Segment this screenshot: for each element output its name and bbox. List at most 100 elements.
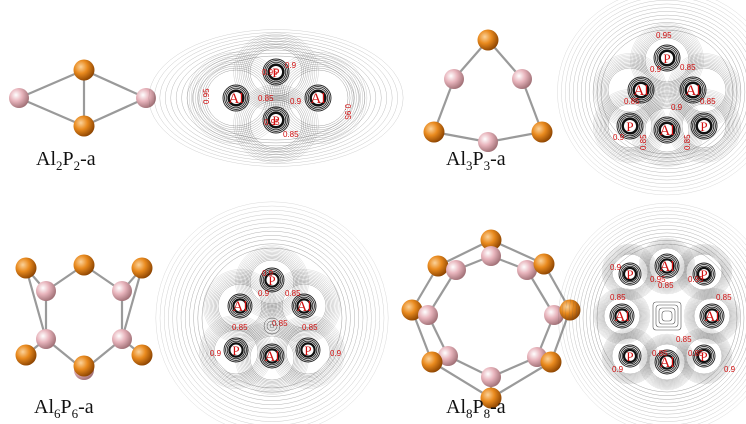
contour-line	[244, 94, 308, 154]
contour-value-label: 0.85	[716, 293, 732, 302]
atom-symbol: P	[304, 343, 311, 358]
al-atom-basin: Al	[304, 84, 332, 112]
basin-contour	[692, 344, 716, 368]
contour-line	[217, 283, 263, 329]
basin-contour	[262, 346, 282, 366]
contour-line	[276, 278, 332, 334]
atom-symbol: Al	[229, 91, 244, 107]
phosphorus-atom	[401, 299, 423, 321]
basin-contour	[304, 84, 332, 112]
contour-line	[269, 271, 339, 341]
contour-line	[201, 247, 343, 389]
basin-contour	[618, 344, 642, 368]
contour-line	[632, 25, 702, 95]
contour-line	[235, 321, 309, 395]
atom-symbol: P	[232, 343, 239, 358]
phosphorus-atom	[559, 299, 581, 321]
contour-value-label: 0.85	[658, 281, 674, 290]
contour-line	[681, 249, 727, 295]
contour-line	[199, 63, 273, 133]
contour-line	[641, 336, 693, 388]
contour-line	[602, 296, 642, 336]
contour-line	[279, 61, 357, 135]
contour-line	[242, 41, 310, 103]
contour-line	[572, 217, 746, 419]
contour-line	[186, 49, 366, 147]
core-ring	[621, 117, 639, 135]
contour-line	[186, 52, 286, 144]
contour-line	[608, 250, 652, 294]
contour-line	[240, 39, 312, 105]
contour-line	[596, 243, 738, 393]
contour-line	[638, 31, 696, 89]
basin-contour	[701, 305, 723, 327]
basin-contour	[693, 115, 715, 137]
contour-line	[646, 341, 688, 383]
contour-line	[607, 333, 653, 379]
contour-line	[607, 249, 653, 295]
contour-line	[175, 43, 377, 153]
basin-contour	[224, 86, 248, 110]
al-atom-basin: Al	[627, 76, 655, 104]
contour-line	[164, 38, 388, 158]
contour-line	[609, 335, 651, 377]
contour-line	[193, 239, 351, 397]
contour-line	[197, 61, 275, 135]
label-al6p6: Al6P6-a	[34, 396, 94, 421]
contour-line	[635, 28, 699, 92]
contour-line	[243, 253, 301, 311]
contour-line	[609, 335, 651, 377]
core-ring	[296, 298, 312, 314]
contour-line	[693, 297, 731, 335]
contour-line	[188, 54, 284, 142]
aluminum-atom	[478, 132, 498, 152]
basin-contour	[621, 347, 639, 365]
contour-line	[678, 246, 730, 298]
contour-value-label: 0.9	[258, 289, 270, 298]
contour-line	[605, 331, 655, 381]
contour-line	[690, 294, 734, 338]
contour-line	[180, 226, 364, 410]
contour-value-label: 0.95	[656, 31, 672, 40]
phosphorus-atom	[421, 351, 443, 373]
core-ring	[632, 81, 650, 99]
p-atom-basin: P	[618, 344, 642, 368]
basin-contour	[265, 61, 287, 83]
basin-contour	[226, 340, 246, 360]
contour-line	[197, 55, 355, 141]
contour-line	[195, 59, 277, 137]
contour-line	[240, 250, 304, 314]
basin-contour	[654, 253, 680, 279]
contour-line	[689, 293, 735, 339]
basin-contour	[699, 303, 725, 329]
al-atom-basin: Al	[679, 76, 707, 104]
basin-contour	[307, 87, 329, 109]
label-al2p2: Al2P2-a	[36, 148, 96, 173]
contour-line	[679, 247, 729, 297]
core-ring	[658, 121, 676, 139]
atom-symbol: Al	[660, 259, 675, 275]
al-atom-basin: Al	[699, 303, 725, 329]
contour-line	[277, 59, 359, 137]
contour-line	[204, 270, 276, 342]
atom-symbol: P	[700, 349, 707, 364]
aluminum-atom	[36, 281, 56, 301]
contour-line	[681, 333, 727, 379]
contour-line	[655, 304, 679, 328]
atom-symbol: P	[626, 349, 633, 364]
basin-contour	[653, 116, 681, 144]
contour-line	[684, 336, 724, 376]
aluminum-atom	[481, 367, 501, 387]
contour-line	[661, 310, 673, 322]
bond	[83, 68, 147, 100]
aluminum-atom	[36, 329, 56, 349]
molecule-al8p8	[401, 229, 581, 409]
aluminum-atom	[481, 246, 501, 266]
contour-line	[148, 29, 404, 167]
contour-value-label: 0.9	[724, 365, 736, 374]
contour-line	[691, 295, 733, 337]
contour-line	[245, 331, 299, 385]
contour-value-label: 0.9	[290, 97, 302, 106]
